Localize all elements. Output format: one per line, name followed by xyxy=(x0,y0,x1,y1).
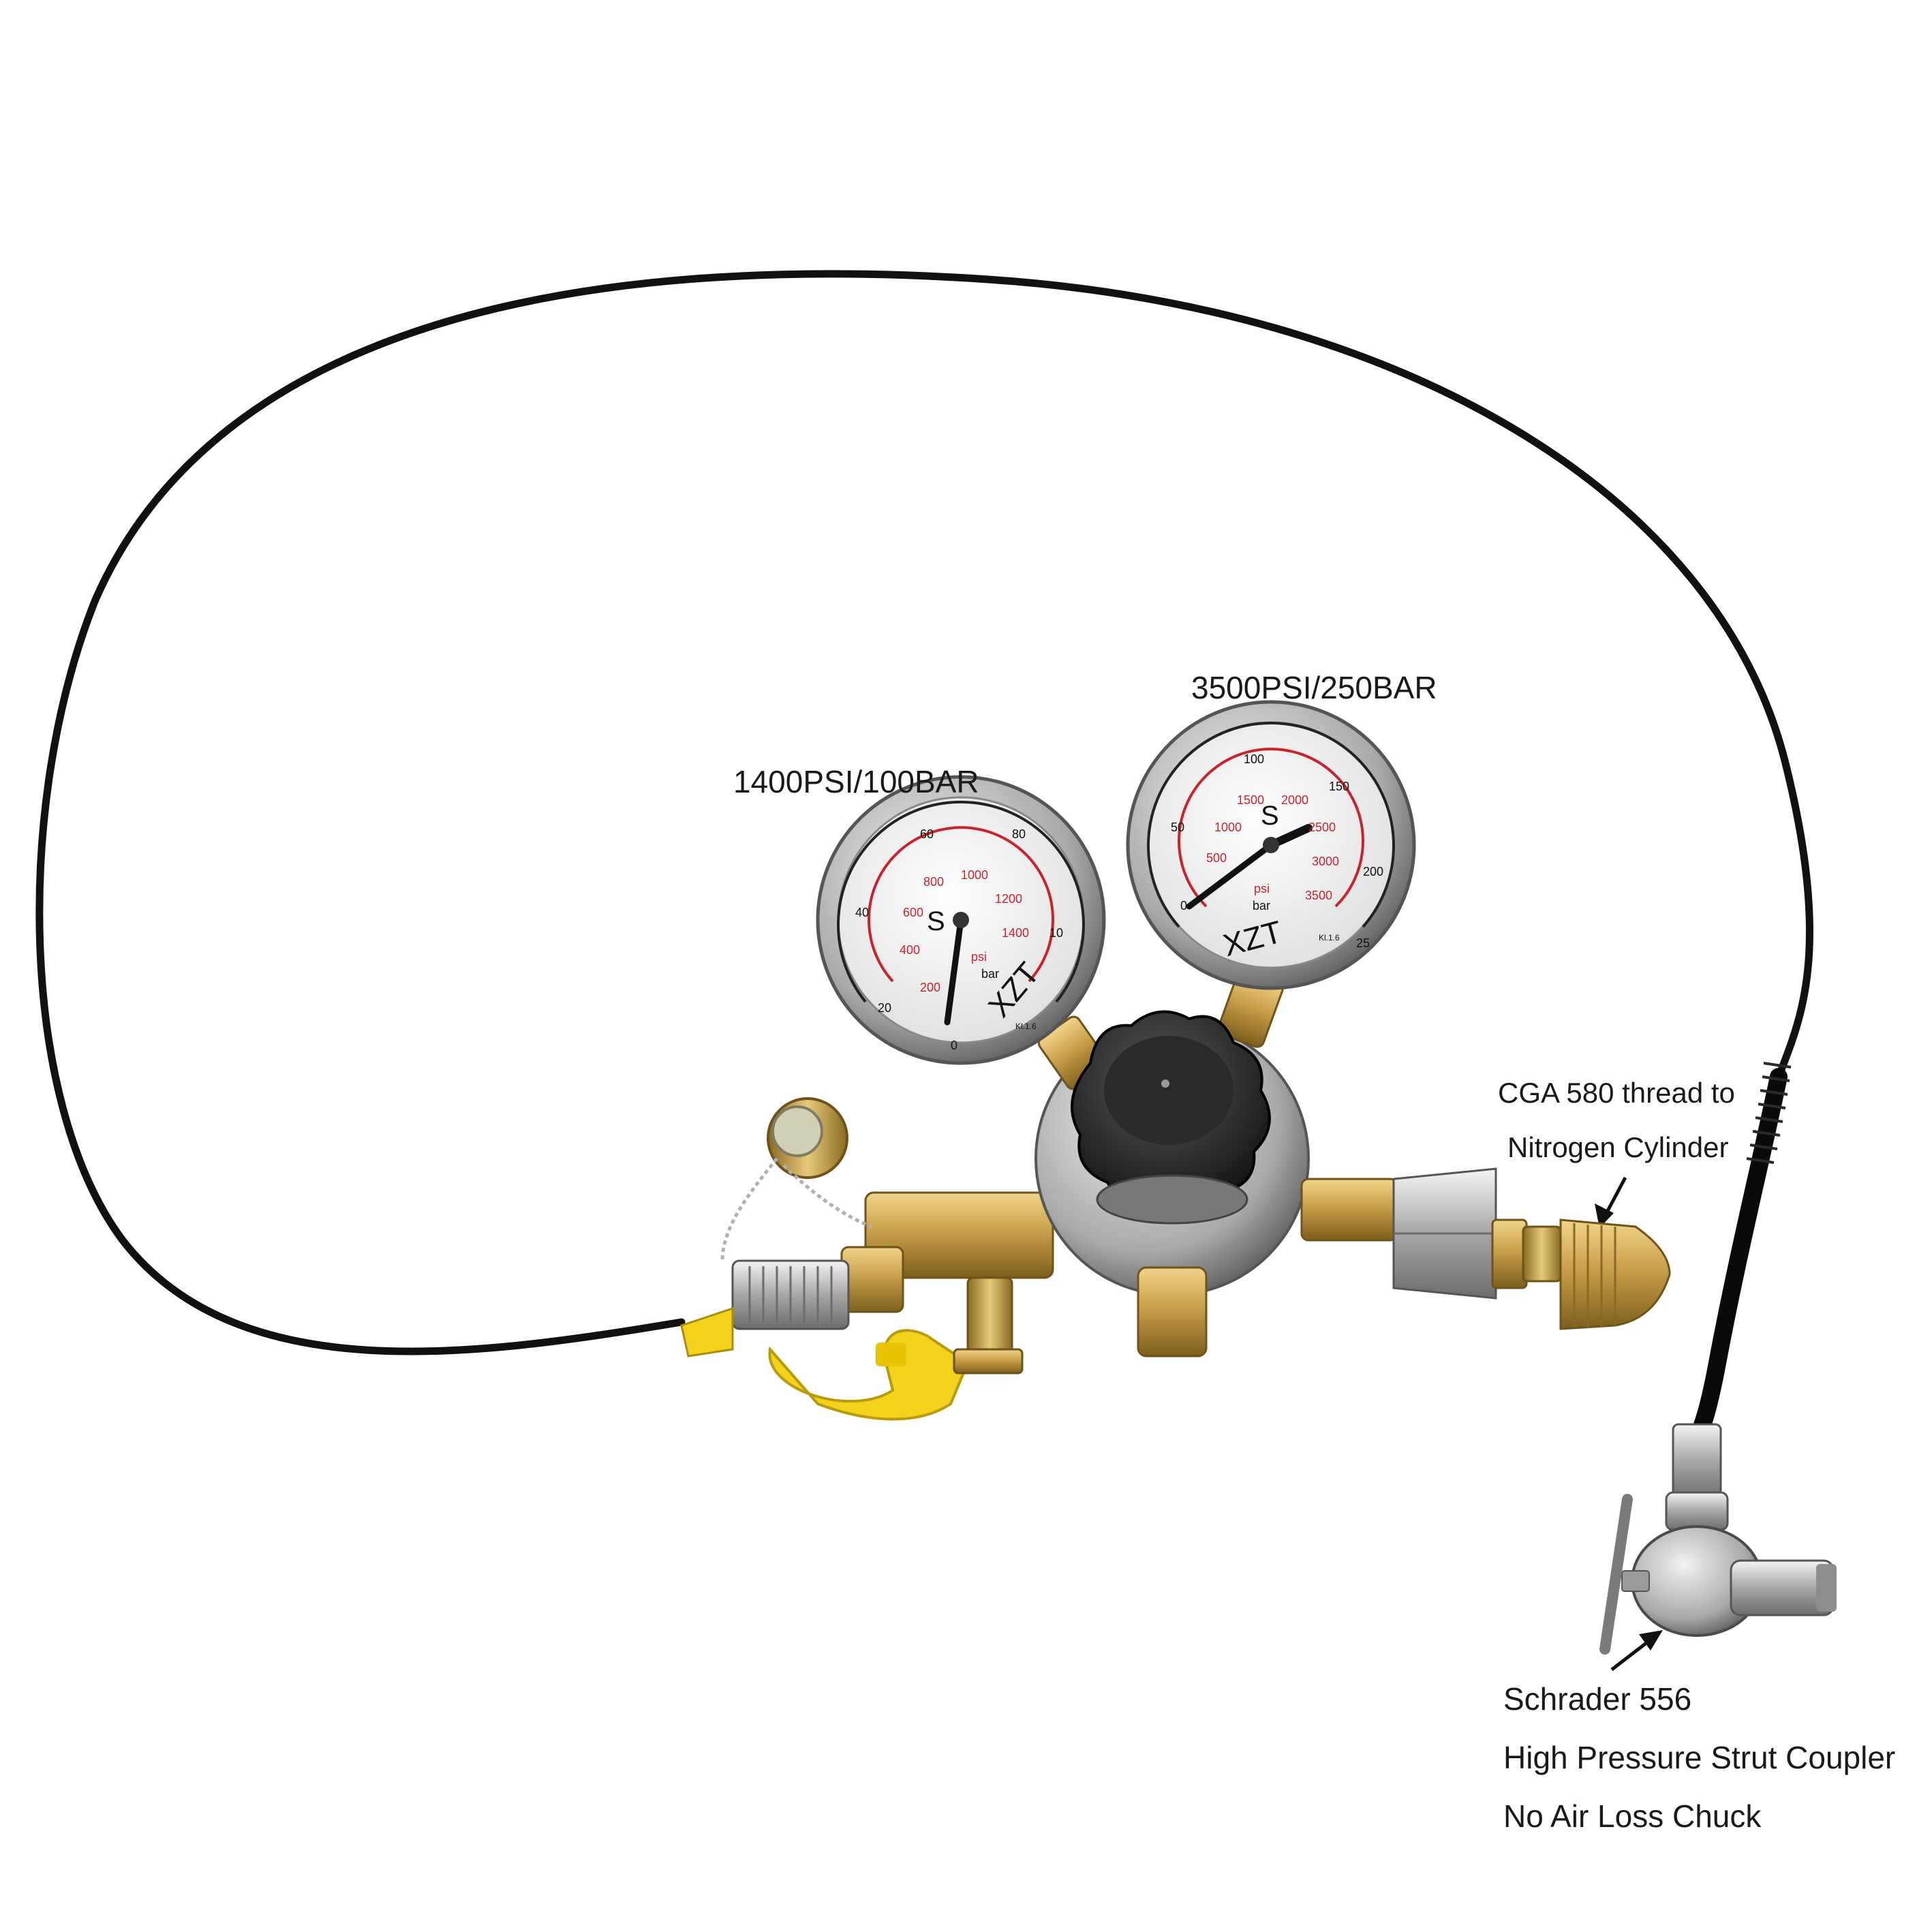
high-gauge-psi-tick: 500 xyxy=(1206,851,1227,865)
schrader-chuck xyxy=(1599,1423,1837,1655)
high-gauge-psi-tick: 3000 xyxy=(1312,855,1339,868)
high-gauge-psi-tick: 2000 xyxy=(1281,793,1308,807)
high-gauge-unit-bar: bar xyxy=(1253,899,1270,913)
high-gauge-psi-tick: 3500 xyxy=(1305,889,1332,902)
high-gauge-bar-tick: 50 xyxy=(1171,821,1184,834)
low-gauge-psi-tick: 200 xyxy=(920,981,940,994)
high-gauge-psi-tick: 1000 xyxy=(1214,821,1242,834)
outlet-cga580 xyxy=(1300,1167,1671,1330)
low-gauge-psi-tick: 1400 xyxy=(1002,926,1029,940)
low-gauge-bar-tick: 40 xyxy=(855,906,869,919)
low-gauge-unit-bar: bar xyxy=(981,967,999,981)
low-gauge-bar-tick: 10 xyxy=(1049,926,1063,940)
high-gauge-bar-tick: 150 xyxy=(1329,780,1349,793)
low-gauge-unit-psi: psi xyxy=(971,950,987,964)
yellow-dust-cap xyxy=(768,1329,970,1421)
low-gauge-symbol: S xyxy=(927,906,945,936)
low-gauge-psi-tick: 1200 xyxy=(995,892,1022,906)
hose-spring-guard xyxy=(1746,1062,1792,1164)
retaining-chain xyxy=(720,1157,873,1261)
high-gauge-label: 3500PSI/250BAR xyxy=(1191,670,1437,705)
high-gauge-psi-tick: 1500 xyxy=(1237,793,1264,807)
arrow-to-cga-nut xyxy=(1595,1176,1627,1228)
low-gauge-psi-tick: 800 xyxy=(923,875,944,889)
low-gauge-bar-tick: 80 xyxy=(1012,827,1026,841)
low-gauge-class: Kl.1.6 xyxy=(1015,1022,1037,1031)
low-gauge-label: 1400PSI/100BAR xyxy=(733,764,979,799)
chuck-label-line-1: Schrader 556 xyxy=(1503,1681,1692,1717)
cga-label-line-1: CGA 580 thread to xyxy=(1498,1077,1735,1109)
low-gauge-bar-tick: 20 xyxy=(878,1001,891,1015)
high-pressure-gauge: S XZT 0 psi bar 50 100 150 200 25 500 10… xyxy=(1126,700,1416,990)
high-gauge-unit-psi: psi xyxy=(1254,882,1270,895)
nitrogen-hose xyxy=(35,270,1813,1355)
low-gauge-psi-tick: 600 xyxy=(903,906,923,919)
low-pressure-gauge: S XZT 0 psi bar 20 40 60 80 10 200 400 6… xyxy=(816,775,1106,1065)
arrow-to-chuck xyxy=(1610,1630,1663,1671)
high-gauge-bar-tick: 100 xyxy=(1244,752,1264,766)
low-gauge-zero: 0 xyxy=(951,1039,957,1052)
adjustment-knob xyxy=(1071,1010,1271,1225)
high-gauge-class: Kl.1.6 xyxy=(1319,933,1340,942)
low-gauge-bar-tick: 60 xyxy=(920,827,934,841)
high-gauge-symbol: S xyxy=(1261,801,1279,831)
chuck-label-line-2: High Pressure Strut Coupler xyxy=(1503,1740,1896,1775)
low-gauge-psi-tick: 1000 xyxy=(961,868,988,882)
chuck-label-line-3: No Air Loss Chuck xyxy=(1503,1798,1762,1834)
cga-label-line-2: Nitrogen Cylinder xyxy=(1507,1131,1729,1163)
high-gauge-bar-tick: 25 xyxy=(1356,936,1370,950)
high-gauge-psi-tick: 2500 xyxy=(1308,821,1336,834)
low-gauge-psi-tick: 400 xyxy=(900,943,920,957)
high-gauge-zero: 0 xyxy=(1180,899,1187,913)
inlet-side xyxy=(680,1097,1054,1421)
high-gauge-bar-tick: 200 xyxy=(1363,865,1383,878)
